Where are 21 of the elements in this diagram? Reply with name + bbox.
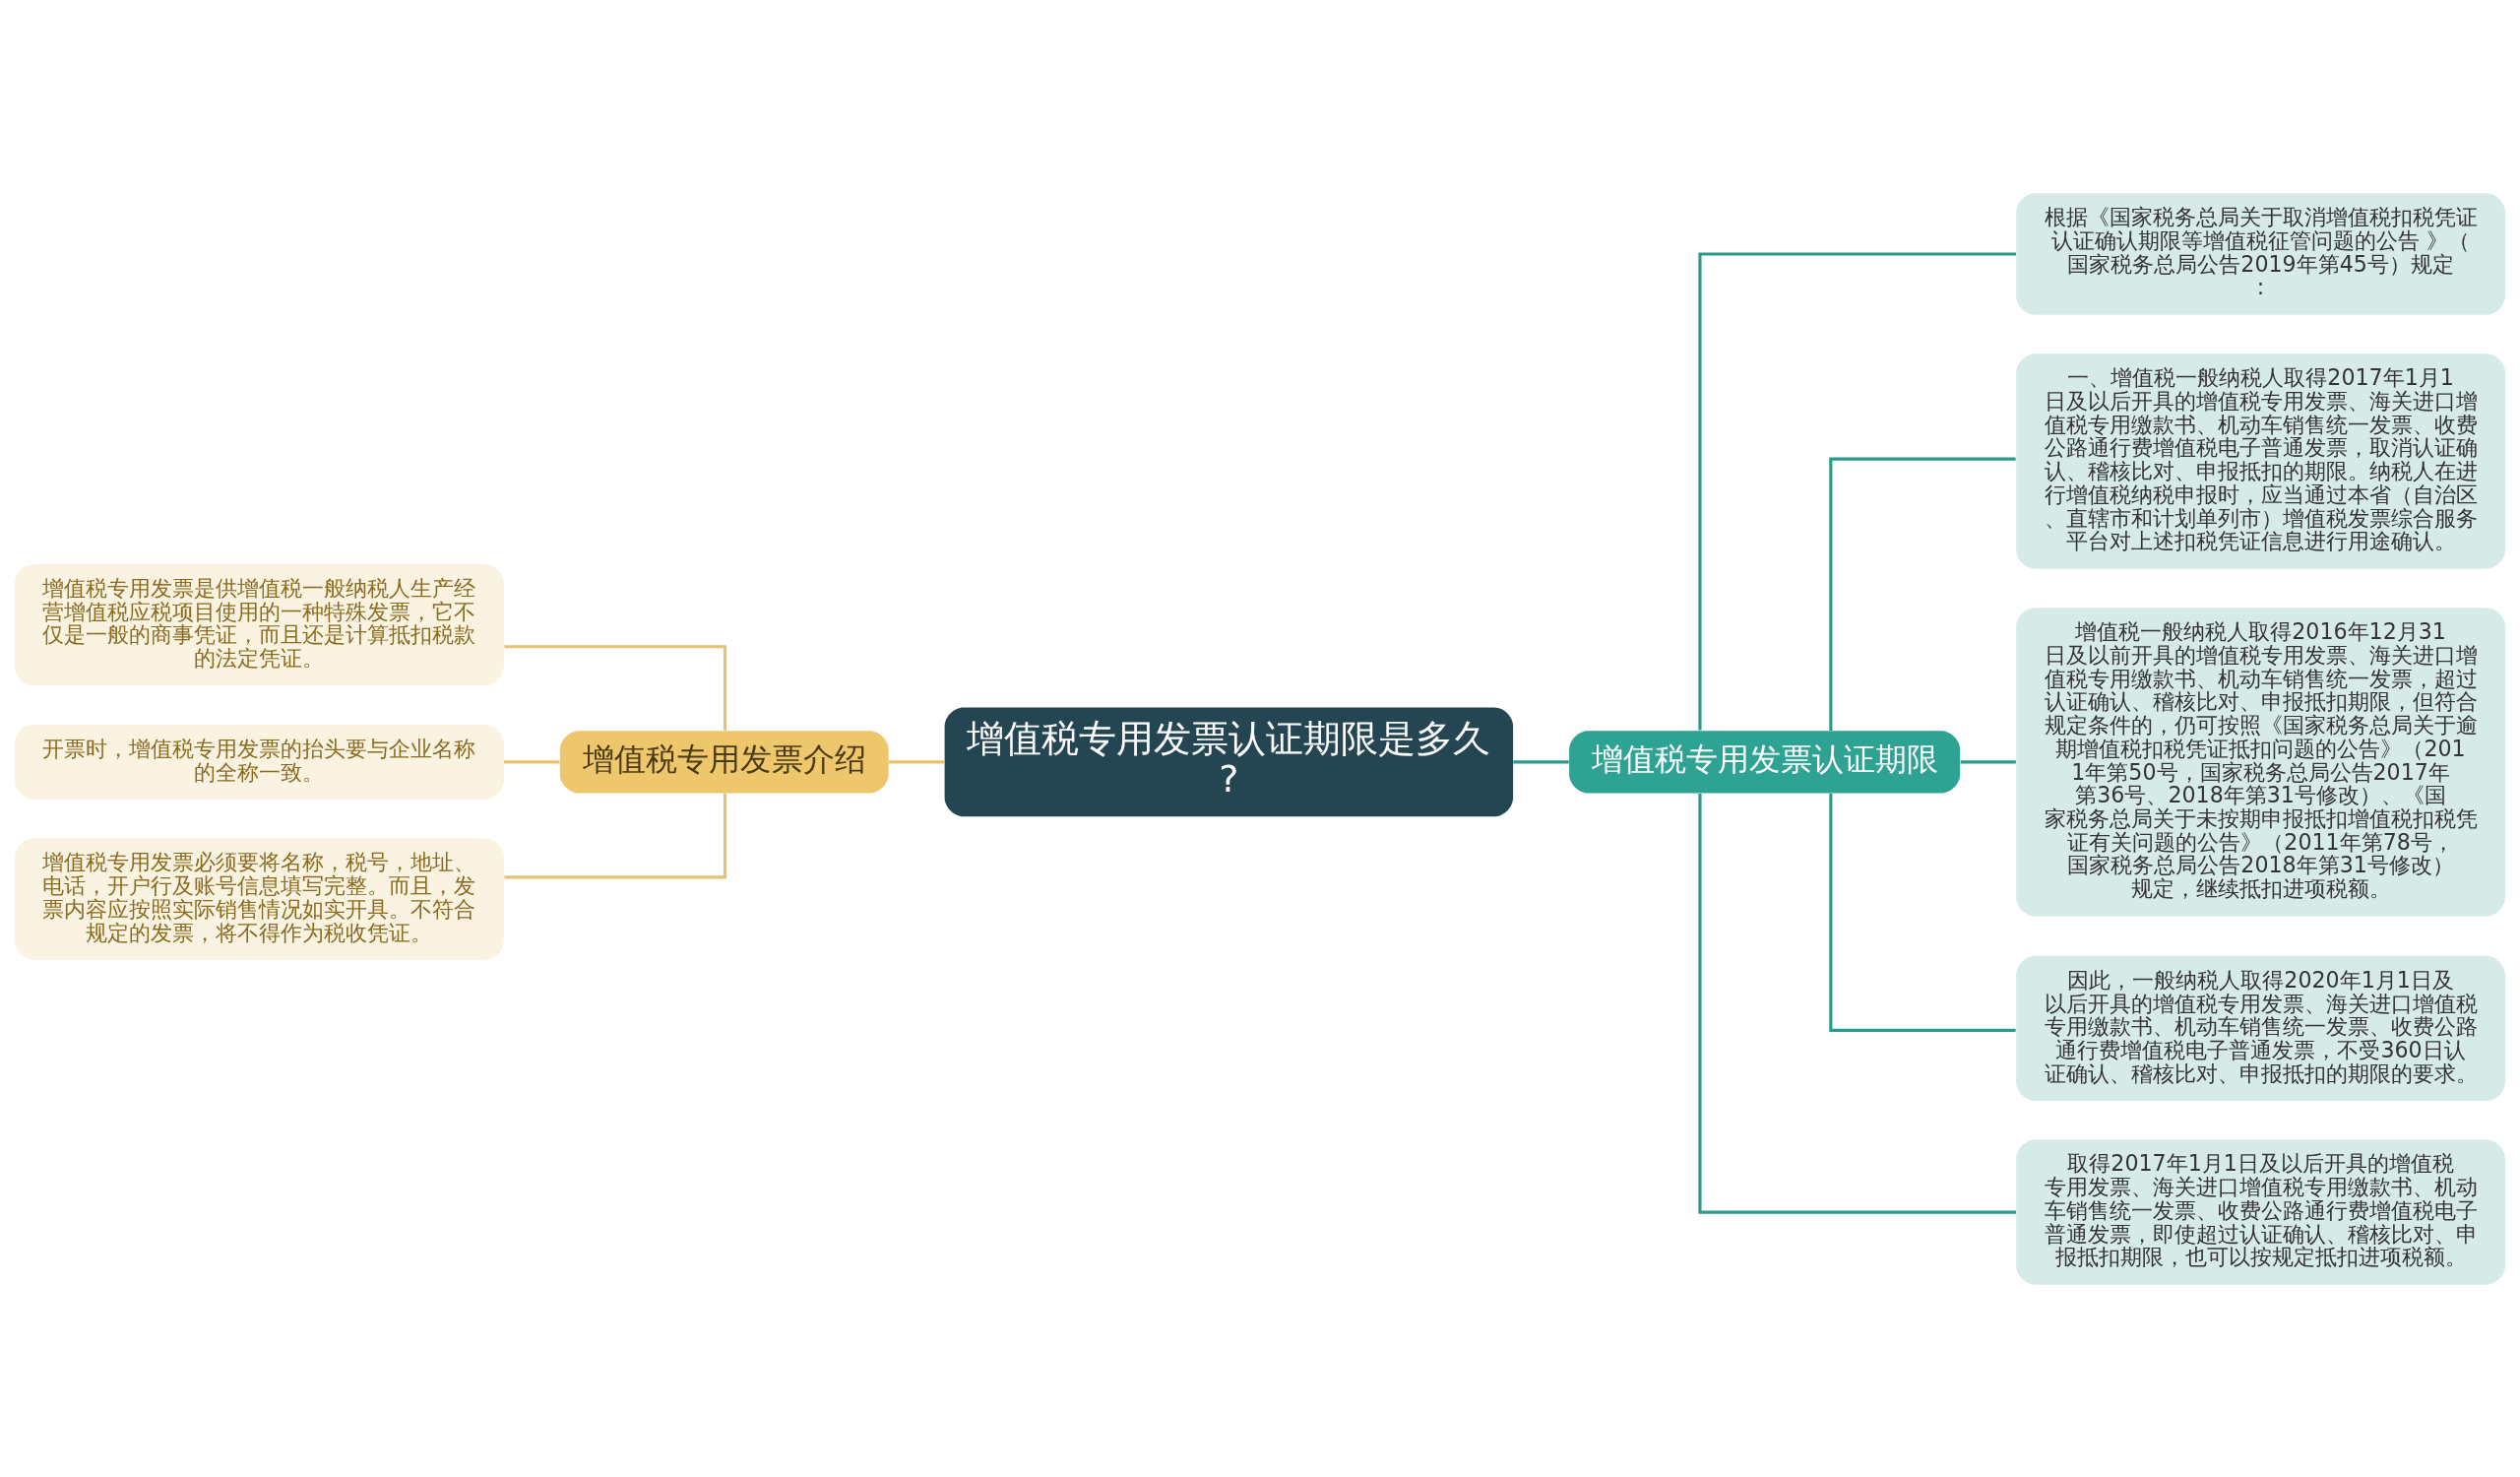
connector <box>1698 251 2016 731</box>
node-box: 一、增值税一般纳税人取得2017年1月1日及以后开具的增值税专用发票、海关进口增值税专用缴款书、机动车销售统一发票、收费公路通行费增值税电子普通发票，取消认证确认、稽核比对、申报抵扣的期限。纳税人在进行增值税纳税申报时，应当通过本省（自治区、直辖市和计划单列市）增值税发票综合服务平台对上述扣税凭证信息进行用途确认。 <box>2016 353 2505 569</box>
node-box: 增值税专用发票介绍 <box>559 730 889 793</box>
node-box: 取得2017年1月1日及以后开具的增值税专用发票、海关进口增值税专用缴款书、机动车销售统一发票、收费公路通行费增值税电子普通发票，即使超过认证确认、稽核比对、申报抵扣期限，也可以按规定抵扣进项税额。 <box>2016 1139 2505 1285</box>
node-box: 增值税专用发票认证期限 <box>1569 730 1961 793</box>
node-box: 增值税专用发票是供增值税一般纳税人生产经营增值税应税项目使用的一种特殊发票，它不仅是一般的商事凭证，而且还是计算抵扣税款的法定凭证。 <box>15 563 504 685</box>
connector <box>504 644 727 731</box>
connector <box>1698 793 2016 1214</box>
connector <box>888 759 945 763</box>
connector <box>1829 457 2016 731</box>
connector <box>1960 759 2016 763</box>
node-box: 增值税一般纳税人取得2016年12月31日及以前开具的增值税专用发票、海关进口增值税专用缴款书、机动车销售统一发票，超过认证确认、稽核比对、申报抵扣期限，但符合规定条件的，仍可按照《国家税务总局关于逾期增值税扣税凭证抵扣问题的公告》（2011年第50号，国家税务总局公告2017年第36号、2018年第31号修改）、《国家税务总局关于未按期申报抵扣增值税扣税凭证有关问题的公告》（2011年第78号，国家税务总局公告2018年第31号修改）规定，继续抵扣进项税额。 <box>2016 607 2505 916</box>
node-box: 根据《国家税务总局关于取消增值税扣税凭证认证确认期限等增值税征管问题的公告 》（国家税务总局公告2019年第45号）规定: <box>2016 192 2505 315</box>
node-box: 增值税专用发票必须要将名称，税号，地址、电话，开户行及账号信息填写完整。而且，发票内容应按照实际销售情况如实开具。不符合规定的发票，将不得作为税收凭证。 <box>15 837 504 960</box>
node-box: 增值税专用发票认证期限是多久? <box>944 706 1514 816</box>
connector <box>1829 793 2016 1032</box>
node-box: 因此，一般纳税人取得2020年1月1日及以后开具的增值税专用发票、海关进口增值税专用缴款书、机动车销售统一发票、收费公路通行费增值税电子普通发票，不受360日认证确认、稽核比对、申报抵扣的期限的要求。 <box>2016 955 2505 1101</box>
connector <box>1513 759 1569 763</box>
connector <box>504 759 560 763</box>
node-box: 开票时，增值税专用发票的抬头要与企业名称的全称一致。 <box>15 724 504 800</box>
connector <box>504 793 727 878</box>
